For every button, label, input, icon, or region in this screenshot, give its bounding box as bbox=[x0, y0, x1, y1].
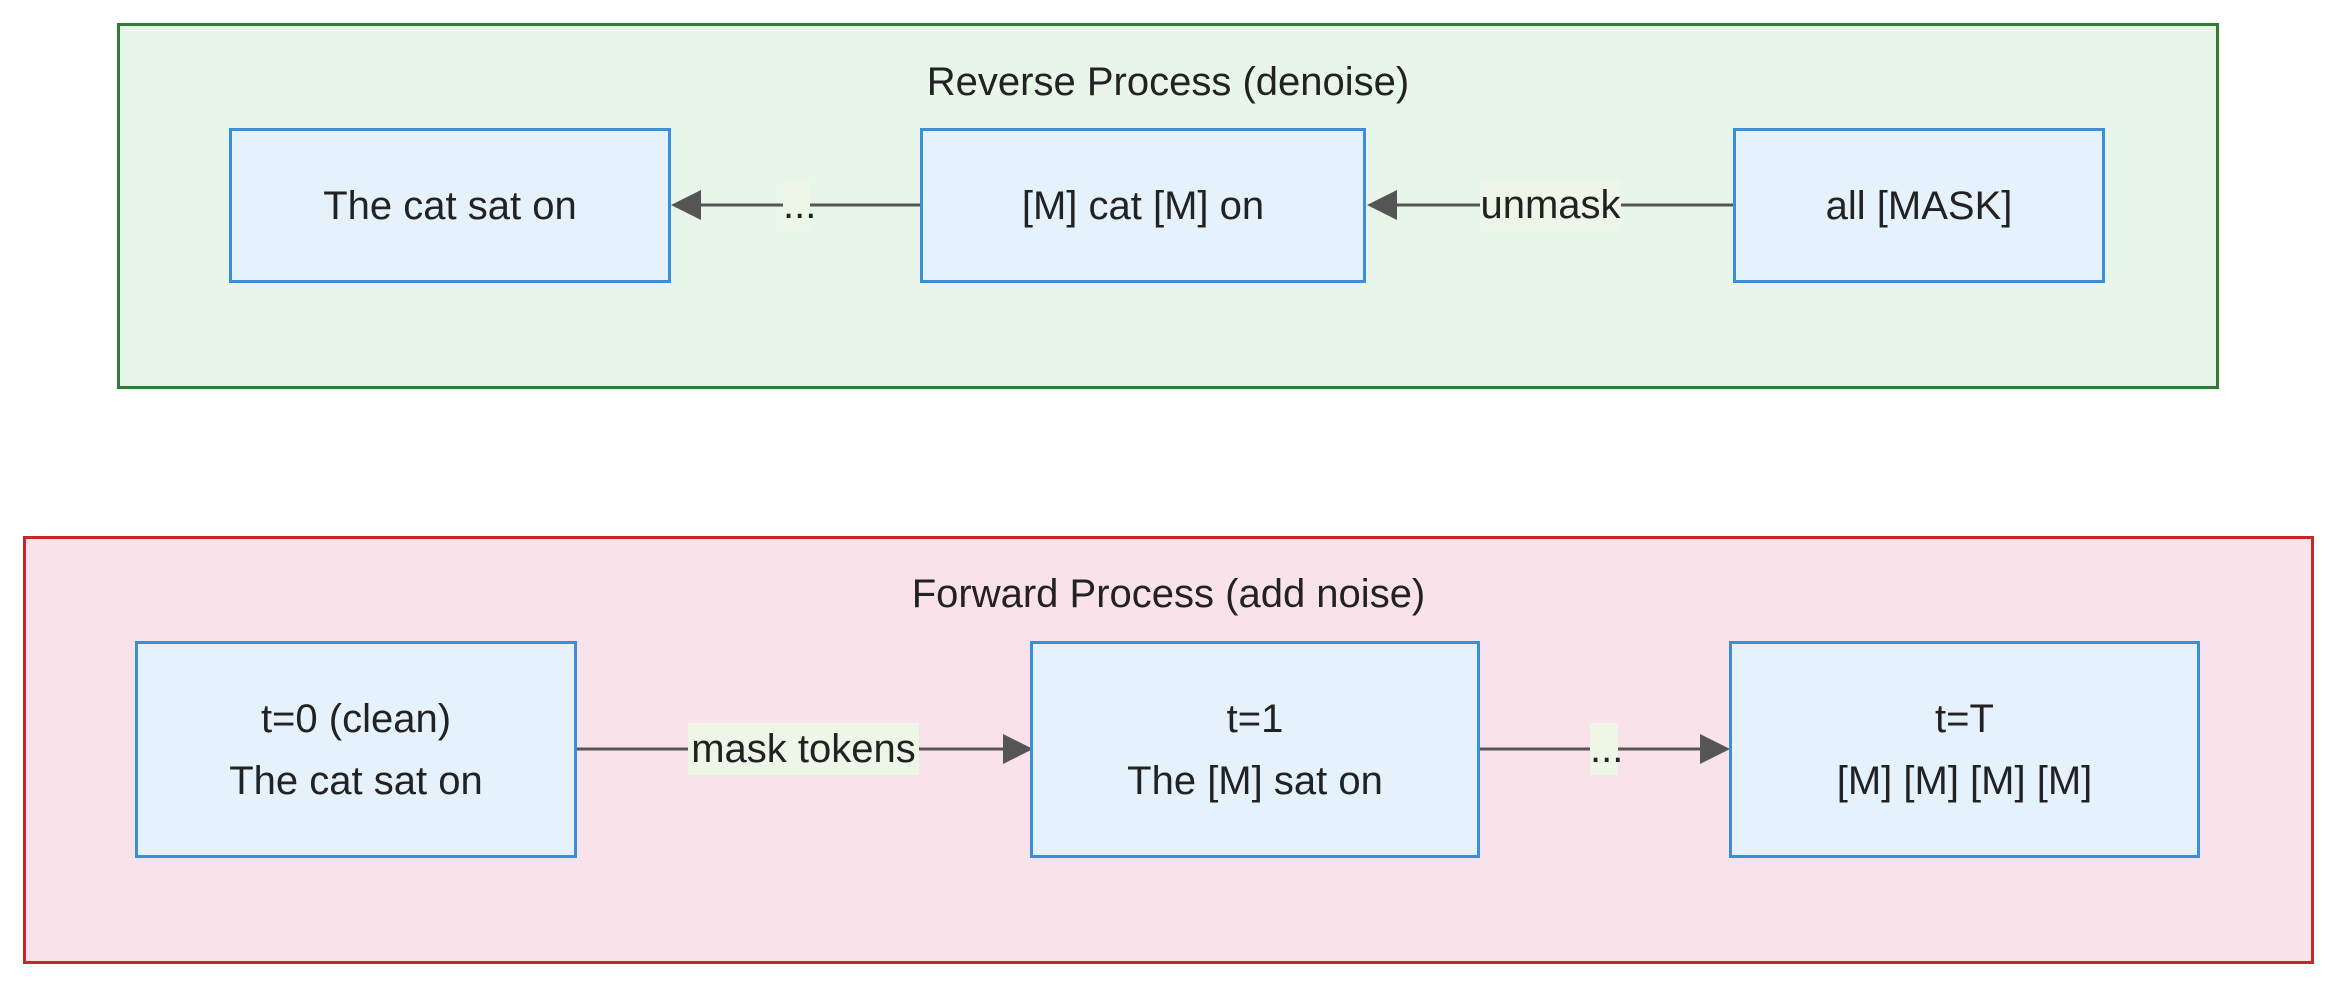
node-t0-line1: t=0 (clean) bbox=[260, 696, 452, 741]
reverse-process-title: Reverse Process (denoise) bbox=[926, 60, 1410, 104]
node-reverse-partial: [M] cat [M] on bbox=[920, 128, 1366, 283]
node-t0-line2: The cat sat on bbox=[229, 758, 483, 803]
node-t1: t=1 The [M] sat on bbox=[1030, 641, 1480, 858]
node-t1-line1: t=1 bbox=[1226, 696, 1284, 741]
forward-process-title: Forward Process (add noise) bbox=[911, 572, 1426, 616]
node-t0: t=0 (clean) The cat sat on bbox=[135, 641, 577, 858]
node-reverse-clean: The cat sat on bbox=[229, 128, 671, 283]
node-tT-line2: [M] [M] [M] [M] bbox=[1836, 758, 2093, 803]
node-reverse-all-mask-text: all [MASK] bbox=[1825, 183, 2013, 228]
edge-label-mask-tokens: mask tokens bbox=[688, 723, 919, 775]
edge-label-forward-ellipsis: ... bbox=[1590, 723, 1623, 775]
node-t1-line2: The [M] sat on bbox=[1127, 758, 1383, 803]
node-reverse-partial-text: [M] cat [M] on bbox=[1021, 183, 1265, 228]
node-tT-line1: t=T bbox=[1935, 696, 1994, 741]
node-reverse-clean-text: The cat sat on bbox=[323, 183, 577, 228]
edge-label-unmask: unmask bbox=[1480, 179, 1621, 231]
node-tT: t=T [M] [M] [M] [M] bbox=[1729, 641, 2200, 858]
node-reverse-all-mask: all [MASK] bbox=[1733, 128, 2105, 283]
edge-label-reverse-ellipsis: ... bbox=[783, 179, 816, 231]
